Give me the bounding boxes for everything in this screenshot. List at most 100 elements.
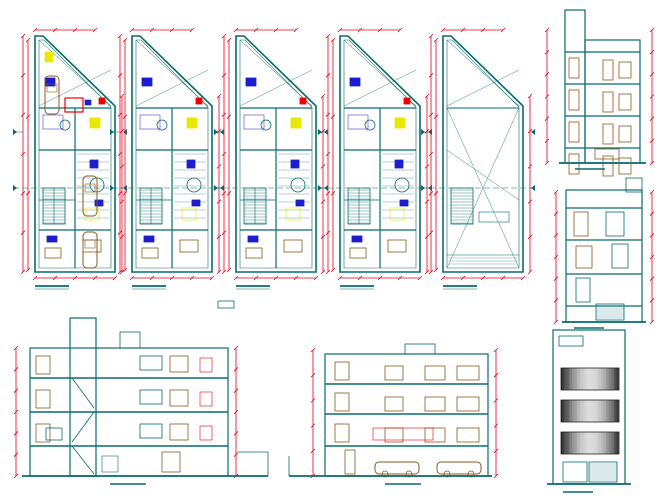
dimension-tick: [527, 93, 533, 99]
plan-outline: [131, 35, 213, 273]
accent-outline: [389, 207, 405, 221]
fixture: [84, 99, 92, 106]
glass-strip: [589, 432, 592, 454]
dimension-tick: [553, 189, 559, 195]
dimension-tick: [649, 160, 655, 166]
dimension-tick: [226, 267, 232, 273]
axis-arrow: [531, 129, 535, 135]
dimension-tick: [216, 269, 222, 275]
furniture: [387, 239, 407, 253]
window: [139, 389, 163, 405]
glass-strip: [591, 400, 594, 422]
figure: [568, 89, 580, 111]
furniture: [456, 396, 480, 412]
stair-flight: [71, 445, 95, 475]
glass-strip: [585, 400, 587, 422]
glass-strip: [573, 400, 576, 422]
dimension-tick: [493, 372, 499, 378]
dimension-tick: [330, 191, 336, 196]
glass-band: [561, 432, 619, 454]
accent-block: [186, 117, 198, 129]
diagonal: [446, 69, 520, 107]
glass-strip: [583, 432, 586, 454]
floor-plan-3: [214, 27, 328, 290]
dimension-tick: [397, 27, 403, 33]
dimension-tick: [649, 233, 655, 238]
glass-strip: [565, 400, 568, 422]
glass-strip: [573, 368, 576, 390]
glass-strip: [604, 400, 606, 422]
figure: [568, 121, 580, 143]
dimension-tick: [428, 151, 434, 157]
furniture: [424, 396, 446, 412]
dimension-tick: [320, 164, 326, 169]
glass-strip: [612, 432, 614, 454]
glass-strip: [610, 368, 613, 390]
dimension-tick: [233, 409, 239, 415]
diagonal: [38, 69, 112, 107]
dimension-tick: [417, 275, 423, 281]
furniture: [424, 365, 446, 381]
window: [139, 423, 163, 439]
fixture-outline: [42, 114, 64, 130]
glass-strip: [593, 368, 595, 390]
entry-door: [562, 461, 588, 483]
dimension-tick: [233, 388, 239, 393]
dimension-tick: [433, 191, 439, 196]
car-icon: [82, 175, 98, 217]
cabinet: [618, 157, 632, 175]
glass-strip: [596, 368, 598, 390]
dimension-tick: [233, 345, 239, 351]
glass-strip: [561, 368, 563, 390]
dimension-tick: [428, 269, 434, 275]
dimension-tick: [649, 211, 655, 216]
dimension-tick: [649, 298, 655, 303]
dimension-tick: [122, 267, 128, 273]
fixture: [46, 235, 58, 243]
dimension-tick: [25, 267, 31, 273]
diagonal: [343, 39, 417, 107]
dimension-tick: [149, 275, 155, 281]
dimension-tick: [216, 234, 222, 240]
car-window: [84, 239, 96, 249]
glass-strip: [562, 432, 565, 454]
axis-arrow: [421, 185, 425, 191]
diagonal: [446, 39, 520, 107]
section-top-right: [544, 9, 655, 177]
dimension-tick: [310, 398, 316, 403]
glass-strip: [602, 368, 605, 390]
glass-frame: [560, 399, 620, 423]
dimension-tick: [325, 151, 331, 157]
glass-strip: [602, 432, 605, 454]
glass-strip: [577, 368, 579, 390]
dimension-tick: [500, 275, 506, 281]
dimension-tick: [337, 27, 343, 33]
stair-flight: [71, 411, 95, 443]
glass-strip: [586, 432, 589, 454]
red-detail: [199, 425, 213, 441]
stair-flight: [71, 377, 95, 409]
door-swing: [290, 177, 306, 193]
glass-strip: [612, 368, 614, 390]
parapet-box: [558, 335, 584, 347]
glass-strip: [615, 432, 618, 454]
dimension-tick: [500, 27, 506, 33]
door-swing: [59, 119, 71, 131]
dimension-tick: [13, 345, 19, 351]
dimension-tick: [117, 73, 123, 78]
glass-strip: [578, 432, 581, 454]
dimension-tick: [424, 199, 430, 204]
dimension-tick: [221, 151, 227, 157]
dimension-tick: [325, 230, 331, 235]
dimension-tick: [433, 267, 439, 273]
dimension-tick: [117, 191, 123, 196]
dimension-tick: [493, 448, 499, 454]
glass-band: [561, 400, 619, 422]
dimension-tick: [649, 27, 655, 33]
roof-detail: [478, 211, 510, 223]
dimension-tick: [649, 116, 655, 121]
dimension-tick: [320, 269, 326, 275]
dimension-tick: [440, 275, 446, 281]
furniture: [334, 423, 350, 443]
dimension-tick: [553, 319, 559, 325]
